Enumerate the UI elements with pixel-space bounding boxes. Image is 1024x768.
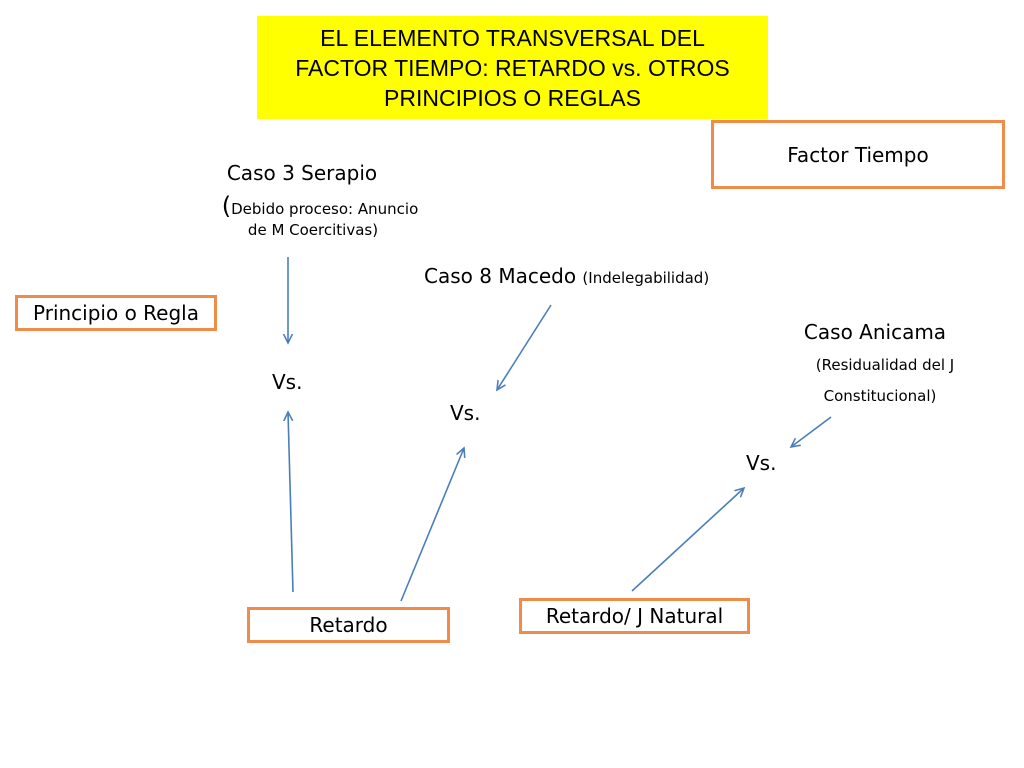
vs-label-1: Vs. [272,370,303,394]
arrow-retardo-to-vs2 [400,448,464,602]
retardo-natural-label: Retardo/ J Natural [545,604,724,628]
arrow-caso8-to-vs2 [497,304,552,390]
title-line-2: FACTOR TIEMPO: RETARDO vs. OTROS [295,54,730,81]
caso3-detail-text: Debido proceso: Anuncio [231,200,419,218]
retardo-box: Retardo [247,607,450,643]
arrow-anicama-to-vs3 [791,416,832,447]
title-line-1: EL ELEMENTO TRANSVERSAL DEL [320,24,705,51]
retardo-label: Retardo [309,613,388,637]
principio-regla-label: Principio o Regla [33,301,199,325]
anicama-detail-line1: (Residualidad del J [815,356,955,374]
retardo-natural-box: Retardo/ J Natural [519,598,750,634]
title-banner: EL ELEMENTO TRANSVERSAL DEL FACTOR TIEMP… [257,16,768,119]
caso3-open-paren: ( [221,192,232,220]
caso8-heading: Caso 8 Macedo (Indelegabilidad) [424,264,734,288]
anicama-detail-line2: Constitucional) [823,387,937,405]
factor-tiempo-box: Factor Tiempo [711,120,1005,189]
title-line-3: PRINCIPIOS O REGLAS [384,84,641,111]
vs-label-2: Vs. [450,401,481,425]
vs-label-3: Vs. [746,451,777,475]
caso3-title: Caso 3 Serapio [226,161,378,185]
anicama-title: Caso Anicama [803,320,947,344]
arrow-retardo-to-vs1 [288,412,294,593]
caso8-title: Caso 8 Macedo [424,264,577,288]
caso3-detail-line1: (Debido proceso: Anuncio [205,191,435,224]
principio-regla-box: Principio o Regla [15,295,217,331]
caso8-detail: (Indelegabilidad) [582,269,710,287]
caso3-detail-line2: de M Coercitivas) [247,221,379,239]
arrow-retardo-natural-to-vs3 [631,488,744,592]
factor-tiempo-label: Factor Tiempo [787,142,929,167]
